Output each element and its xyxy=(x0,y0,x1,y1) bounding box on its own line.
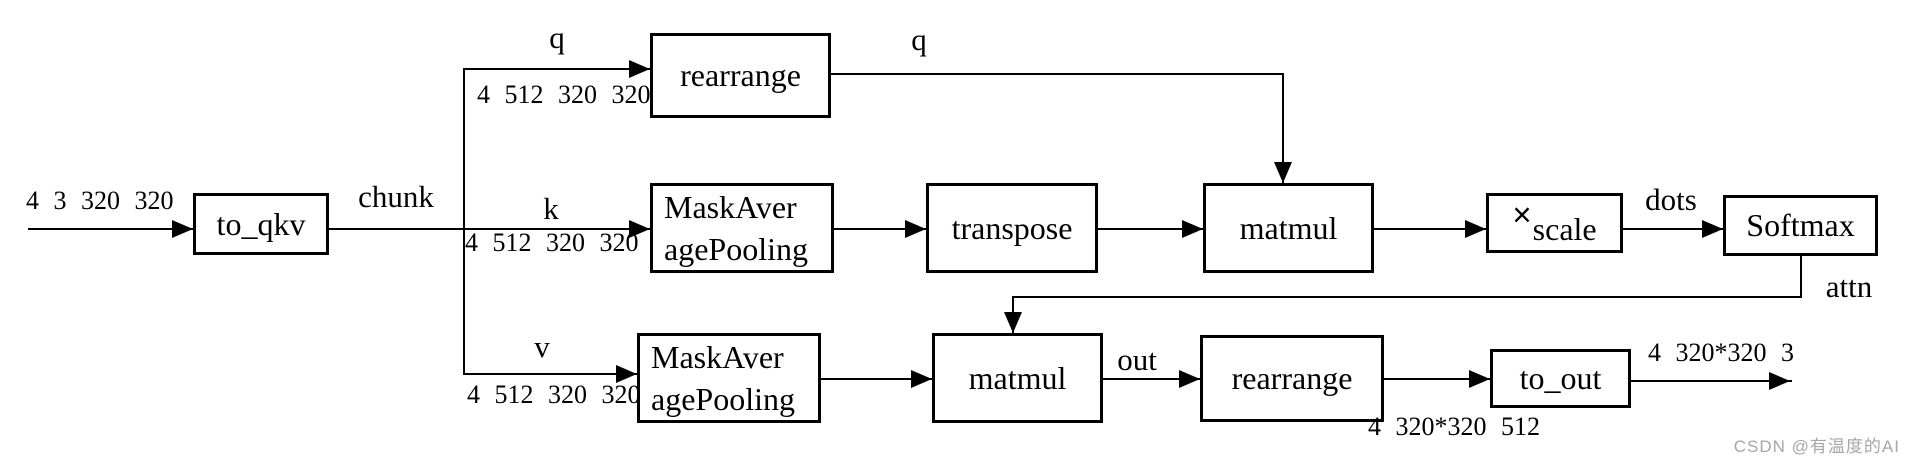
scale-to-softmax-edge-arrowhead xyxy=(1702,220,1723,238)
maskavgpool-k-node: MaskAver agePooling xyxy=(650,183,834,273)
q-to-matmul-edge-segment xyxy=(1282,73,1284,185)
input-edge-segment xyxy=(28,228,195,230)
k-branch-edge-arrowhead xyxy=(629,220,650,238)
q-dims-label: 4 512 320 320 xyxy=(477,80,651,109)
chunk-edge-segment xyxy=(329,228,467,230)
q-branch-edge-segment xyxy=(463,68,652,70)
rearrange-out-node-label: rearrange xyxy=(1231,360,1353,397)
matmul2-to-rearrange-edge-segment xyxy=(1103,378,1202,380)
transpose-node: transpose xyxy=(926,183,1098,273)
matmul-to-scale-edge-arrowhead xyxy=(1465,220,1486,238)
transpose-to-matmul-edge-arrowhead xyxy=(1182,220,1203,238)
dots-label: dots xyxy=(1645,182,1697,217)
v-dims-label: 4 512 320 320 xyxy=(467,380,641,409)
output-edge-segment xyxy=(1631,380,1792,382)
rearrange-out-node: rearrange xyxy=(1200,335,1384,422)
q-to-matmul-edge-segment xyxy=(831,73,1284,75)
q-branch-edge-arrowhead xyxy=(629,60,650,78)
pool-to-transpose-edge-segment xyxy=(834,228,928,230)
matmul2-to-rearrange-edge-arrowhead xyxy=(1179,370,1200,388)
rearrange-q-node-label: rearrange xyxy=(680,57,801,94)
to-out-node: to_out xyxy=(1490,349,1631,408)
softmax-node-label: Softmax xyxy=(1746,207,1855,244)
v-branch-edge-arrowhead xyxy=(616,365,637,383)
v-branch-label: v xyxy=(534,329,550,364)
v-branch-edge-segment xyxy=(463,373,639,375)
attn-to-matmul-edge-segment xyxy=(1800,256,1802,298)
chunk-label: chunk xyxy=(358,179,434,214)
attn-to-matmul-edge-segment xyxy=(1012,296,1802,298)
rearrange-to-toout-edge-arrowhead xyxy=(1469,370,1490,388)
rearrange-q-node: rearrange xyxy=(650,33,831,118)
scale-to-softmax-edge-segment xyxy=(1623,228,1725,230)
maskavgpool-v-node-label: MaskAver agePooling xyxy=(651,338,795,417)
pool-to-transpose-edge-arrowhead xyxy=(905,220,926,238)
q-to-matmul-edge-arrowhead xyxy=(1274,162,1292,183)
matmul-qk-node: matmul xyxy=(1203,183,1374,273)
out-dims-label: 4 320*320 512 xyxy=(1368,412,1540,441)
chunk-spine-edge-segment xyxy=(463,68,465,375)
matmul-qk-node-label: matmul xyxy=(1239,209,1338,246)
attn-to-matmul-edge-arrowhead xyxy=(1004,312,1022,333)
softmax-node: Softmax xyxy=(1723,195,1878,256)
maskavgpool-k-node-label: MaskAver agePooling xyxy=(664,188,808,267)
k-branch-label: k xyxy=(543,191,559,226)
to-qkv-node-label: to_qkv xyxy=(216,205,306,242)
matmul-av-node-label: matmul xyxy=(968,359,1067,396)
q-out-label: q xyxy=(911,22,927,57)
q-branch-label: q xyxy=(549,20,565,55)
scale-node-label: scale xyxy=(1532,210,1597,247)
final-dims-label: 4 320*320 3 xyxy=(1648,338,1794,367)
k-dims-label: 4 512 320 320 xyxy=(465,228,639,257)
output-edge-arrowhead xyxy=(1769,372,1790,390)
pool-to-matmul2-edge-segment xyxy=(821,378,934,380)
transpose-node-label: transpose xyxy=(951,209,1073,246)
to-out-node-label: to_out xyxy=(1519,360,1602,397)
watermark: CSDN @有温度的AI xyxy=(1733,437,1900,456)
attn-label: attn xyxy=(1825,269,1873,304)
multiply-icon: × xyxy=(1512,196,1532,234)
matmul-av-node: matmul xyxy=(932,333,1103,423)
transpose-to-matmul-edge-segment xyxy=(1098,228,1205,230)
maskavgpool-v-node: MaskAver agePooling xyxy=(637,333,821,423)
input-edge-arrowhead xyxy=(172,220,193,238)
pool-to-matmul2-edge-arrowhead xyxy=(911,370,932,388)
out-label: out xyxy=(1117,342,1157,377)
matmul-to-scale-edge-segment xyxy=(1374,228,1488,230)
input-dims-label: 4 3 320 320 xyxy=(26,186,174,215)
rearrange-to-toout-edge-segment xyxy=(1384,378,1492,380)
scale-node: ×scale xyxy=(1486,193,1623,253)
k-branch-edge-segment xyxy=(463,228,652,230)
to-qkv-node: to_qkv xyxy=(193,193,329,255)
